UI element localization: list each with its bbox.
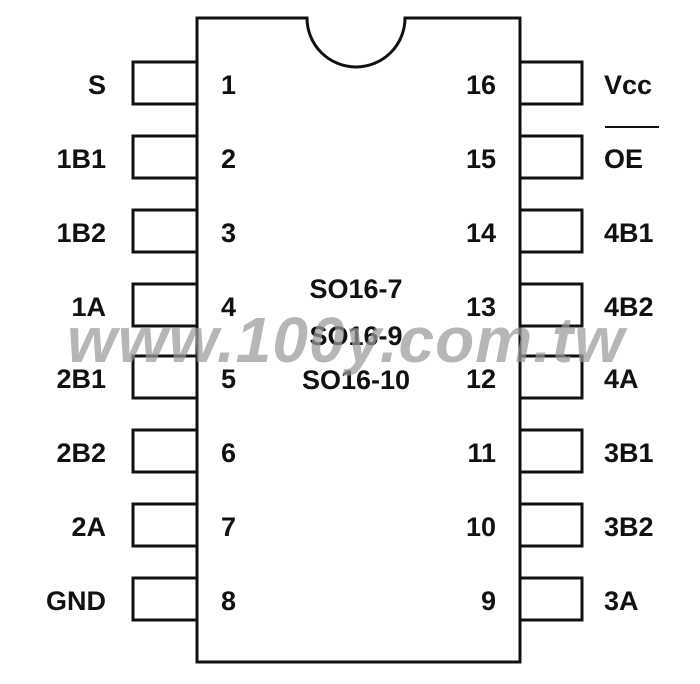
pin-12-lead	[518, 354, 584, 400]
pin-4-lead	[131, 282, 199, 328]
package-label-so16-10: SO16-10	[302, 365, 410, 395]
pin-1-lead	[131, 60, 199, 106]
pin-8-number: 8	[221, 586, 236, 616]
pin-7: 2A 7	[71, 502, 236, 548]
pin-10: 10 3B2	[466, 502, 654, 548]
left-pin-group: S 1 1B1 2 1B2 3 1A 4 2B1 5 2B2 6	[46, 60, 236, 622]
pin-5: 2B1 5	[56, 354, 236, 400]
pin-14-name: 4B1	[604, 218, 654, 248]
package-label-so16-7: SO16-7	[309, 274, 402, 304]
pin-13-name: 4B2	[604, 292, 654, 322]
pin-9-name: 3A	[604, 586, 639, 616]
pin-11-name: 3B1	[604, 438, 654, 468]
pin-4: 1A 4	[71, 282, 236, 328]
pin-1: S 1	[88, 60, 236, 106]
pin-2-lead	[131, 134, 199, 180]
pin-2-name: 1B1	[56, 144, 106, 174]
pin-6-number: 6	[221, 438, 236, 468]
pin-13-lead	[518, 282, 584, 328]
pin-7-lead	[131, 502, 199, 548]
pin-10-number: 10	[466, 512, 496, 542]
pin-8-name: GND	[46, 586, 106, 616]
pin-5-name: 2B1	[56, 364, 106, 394]
pin-11: 11 3B1	[467, 428, 654, 474]
pin-8: GND 8	[46, 576, 236, 622]
pin-14-number: 14	[466, 218, 496, 248]
pin-1-name: S	[88, 70, 106, 100]
pin-10-name: 3B2	[604, 512, 654, 542]
pin-3: 1B2 3	[56, 208, 236, 254]
pin-4-number: 4	[221, 292, 236, 322]
right-pin-group: 16 Vcc 15 OE 14 4B1 13 4B2 12 4A 11 3B1	[466, 60, 659, 622]
package-label-group: SO16-7 SO16-9 SO16-10	[302, 274, 410, 395]
pin-10-lead	[518, 502, 584, 548]
pin-9-lead	[518, 576, 584, 622]
pin-7-name: 2A	[71, 512, 106, 542]
pin-8-lead	[131, 576, 199, 622]
pin-12-name: 4A	[604, 364, 639, 394]
pin-9: 9 3A	[481, 576, 639, 622]
package-label-so16-9: SO16-9	[309, 321, 402, 351]
pin-2-number: 2	[221, 144, 236, 174]
pin-16-number: 16	[466, 70, 496, 100]
pin-16-name: Vcc	[604, 70, 652, 100]
pin-15-name: OE	[604, 144, 643, 174]
pin-11-lead	[518, 428, 584, 474]
pin-3-lead	[131, 208, 199, 254]
pin-5-number: 5	[221, 364, 236, 394]
pin-6-name: 2B2	[56, 438, 106, 468]
pin-16-lead	[518, 60, 584, 106]
pin-1-number: 1	[221, 70, 236, 100]
pin-3-name: 1B2	[56, 218, 106, 248]
pin-5-lead	[131, 354, 199, 400]
pin-12-number: 12	[466, 364, 496, 394]
pin-4-name: 1A	[71, 292, 106, 322]
pin-6-lead	[131, 428, 199, 474]
pin-7-number: 7	[221, 512, 236, 542]
pin-9-number: 9	[481, 586, 496, 616]
pin-3-number: 3	[221, 218, 236, 248]
pin-13-number: 13	[466, 292, 496, 322]
pin-15-number: 15	[466, 144, 496, 174]
pin-6: 2B2 6	[56, 428, 236, 474]
pin-14-lead	[518, 208, 584, 254]
ic-body	[195, 16, 522, 664]
pin-15-lead	[518, 134, 584, 180]
pin-12: 12 4A	[466, 354, 639, 400]
pin-11-number: 11	[467, 438, 496, 468]
pin-15: 15 OE	[466, 126, 659, 180]
pin-16: 16 Vcc	[466, 60, 652, 106]
pin-14: 14 4B1	[466, 208, 654, 254]
watermark-text: www.100y.com.tw	[67, 304, 628, 376]
pin-13: 13 4B2	[466, 282, 654, 328]
pin-2: 1B1 2	[56, 134, 236, 180]
